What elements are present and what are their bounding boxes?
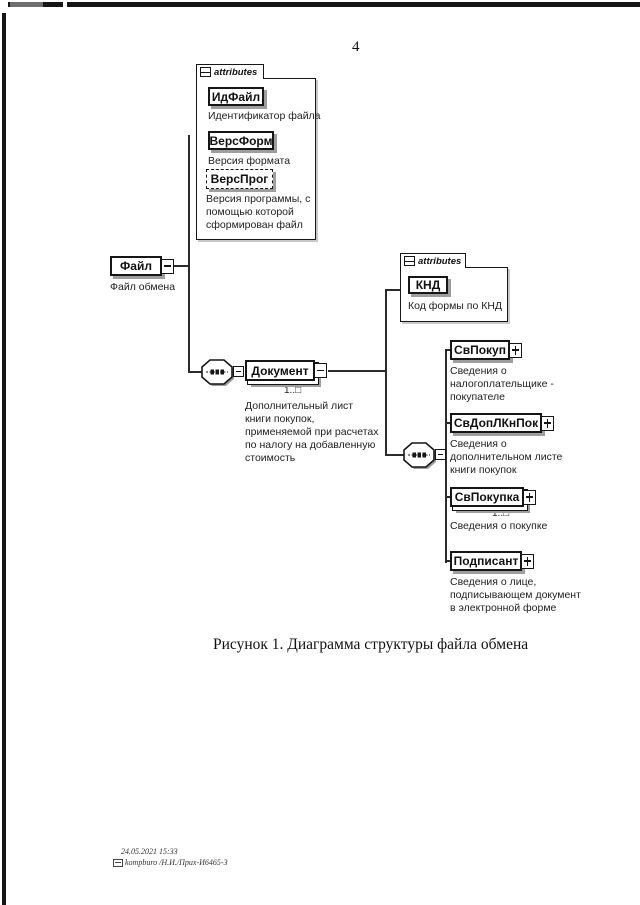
attribute-idfile-annotation: Идентификатор файла xyxy=(208,110,321,122)
sequence-handle-icon xyxy=(435,449,446,460)
element-svdoplknpok: СвДопЛКнПок xyxy=(450,413,554,433)
attribute-knd: КНД xyxy=(408,276,448,294)
element-podpisant-annotation: Сведения о лице, подписывающем документ … xyxy=(450,576,581,614)
element-document-box: Документ xyxy=(245,360,315,381)
scan-top-edge-light xyxy=(10,2,43,7)
expand-icon xyxy=(523,489,536,505)
element-svpokupka-box: СвПокупка xyxy=(450,487,524,507)
attribute-versprog-annotation: Версия программы, с помощью которой сфор… xyxy=(206,193,311,231)
collapse-icon xyxy=(161,258,174,274)
connector xyxy=(328,370,386,372)
attributes-tab-label: attributes xyxy=(418,255,462,267)
attributes-icon xyxy=(404,256,415,266)
expand-icon xyxy=(541,415,554,431)
sequence-icon xyxy=(403,442,436,469)
element-svpokupka-annotation: Сведения о покупке xyxy=(450,520,548,532)
expand-icon xyxy=(509,342,522,358)
connector xyxy=(445,349,447,563)
attributes-frame-tab: attributes xyxy=(196,64,264,79)
element-file-box: Файл xyxy=(110,256,162,276)
element-svpokup-annotation: Сведения о налогоплательщике - покупател… xyxy=(450,365,554,403)
connector xyxy=(445,496,452,498)
element-document-annotation: Дополнительный лист книги покупок, приме… xyxy=(245,400,379,464)
element-file: Файл xyxy=(110,256,174,276)
element-document: Документ xyxy=(245,360,327,381)
element-svdoplknpok-annotation: Сведения о дополнительном листе книги по… xyxy=(450,438,563,476)
attribute-knd-annotation: Код формы по КНД xyxy=(408,300,503,312)
attributes-icon xyxy=(200,67,211,77)
connector xyxy=(445,422,452,424)
attribute-idfile: ИдФайл xyxy=(208,87,264,106)
scan-left-edge xyxy=(2,13,6,905)
attributes-tab-label: attributes xyxy=(214,66,258,78)
connector xyxy=(445,349,452,351)
footer-timestamp: 24.05.2021 15:33 xyxy=(121,847,178,856)
element-svpokup: СвПокуп xyxy=(450,340,522,360)
attribute-versform-annotation: Версия формата xyxy=(208,155,291,167)
sequence-icon xyxy=(201,359,234,386)
page-number: 4 xyxy=(352,39,360,55)
connector xyxy=(385,289,387,456)
connector xyxy=(387,454,405,456)
element-svdoplknpok-box: СвДопЛКнПок xyxy=(450,413,542,433)
attribute-versform: ВерсФорм xyxy=(208,131,274,150)
element-file-annotation: Файл обмена xyxy=(110,281,176,293)
connector xyxy=(188,135,190,373)
expand-icon xyxy=(521,553,534,569)
figure-caption: Рисунок 1. Диаграмма структуры файла обм… xyxy=(213,636,529,653)
footer-signature: kompburo /Н.И./Прих-И6465-3 xyxy=(125,858,228,867)
footer-signature-row: kompburo /Н.И./Прих-И6465-3 xyxy=(113,858,228,867)
scan-top-edge xyxy=(8,2,640,7)
element-svpokupka: СвПокупка xyxy=(450,487,536,507)
occurrence-label: 1..□ xyxy=(284,385,302,396)
connector xyxy=(174,265,190,267)
element-podpisant: Подписант xyxy=(450,551,534,571)
attribute-versprog: ВерсПрог xyxy=(206,169,273,189)
collapse-icon xyxy=(314,363,327,378)
connector xyxy=(445,560,452,562)
element-podpisant-box: Подписант xyxy=(450,551,522,571)
occurrence-label: 1..□ xyxy=(492,508,510,519)
connector xyxy=(190,371,203,373)
attributes-frame-tab: attributes xyxy=(400,253,466,268)
connector xyxy=(387,289,400,291)
sequence-handle-icon xyxy=(233,366,244,377)
element-svpokup-box: СвПокуп xyxy=(450,340,510,360)
scan-top-edge-gap xyxy=(63,2,67,7)
stamp-icon xyxy=(113,858,123,867)
